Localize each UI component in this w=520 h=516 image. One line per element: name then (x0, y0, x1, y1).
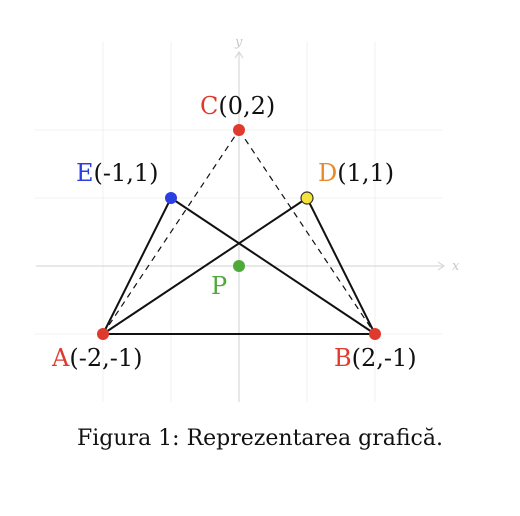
x-axis-arrow (437, 261, 446, 271)
segment-CB-dashed (238, 129, 376, 335)
dashed-segments (102, 129, 376, 335)
point-E-dot (165, 192, 177, 204)
solid-segments (102, 197, 376, 335)
point-C-coords: (0,2) (218, 92, 275, 120)
points (97, 124, 381, 340)
point-A-dot (97, 328, 109, 340)
figure-caption: Figura 1: Reprezentarea grafică. (77, 426, 443, 451)
point-P-dot (233, 260, 245, 272)
point-C-letter: C (200, 92, 218, 120)
y-axis-arrow (234, 50, 244, 59)
point-B-letter: B (334, 344, 352, 372)
y-axis-label: y (234, 35, 243, 50)
segment-AE (102, 197, 172, 335)
point-A-letter: A (51, 344, 70, 372)
segment-DB (306, 197, 376, 335)
point-A-label: A(-2,-1) (51, 344, 142, 372)
x-axis-label: x (452, 259, 460, 274)
point-E-letter: E (76, 159, 94, 187)
point-B-dot (369, 328, 381, 340)
point-C-dot (233, 124, 245, 136)
point-B-coords: (2,-1) (352, 344, 417, 372)
segment-AC-dashed (102, 129, 240, 335)
point-E-label: E(-1,1) (76, 159, 159, 187)
segment-EB (170, 197, 376, 335)
point-B-label: B(2,-1) (334, 344, 417, 372)
point-D-letter: D (318, 159, 337, 187)
point-C-label: C(0,2) (200, 92, 275, 120)
point-D-coords: (1,1) (337, 159, 394, 187)
segment-AD (102, 197, 308, 335)
point-D-label: D(1,1) (318, 159, 394, 187)
point-labels: A(-2,-1) B(2,-1) C(0,2) D(1,1) E(-1,1) P (51, 92, 417, 372)
point-P-label: P (211, 272, 227, 300)
point-E-coords: (-1,1) (94, 159, 159, 187)
point-A-coords: (-2,-1) (69, 344, 142, 372)
point-D-dot (300, 191, 314, 205)
